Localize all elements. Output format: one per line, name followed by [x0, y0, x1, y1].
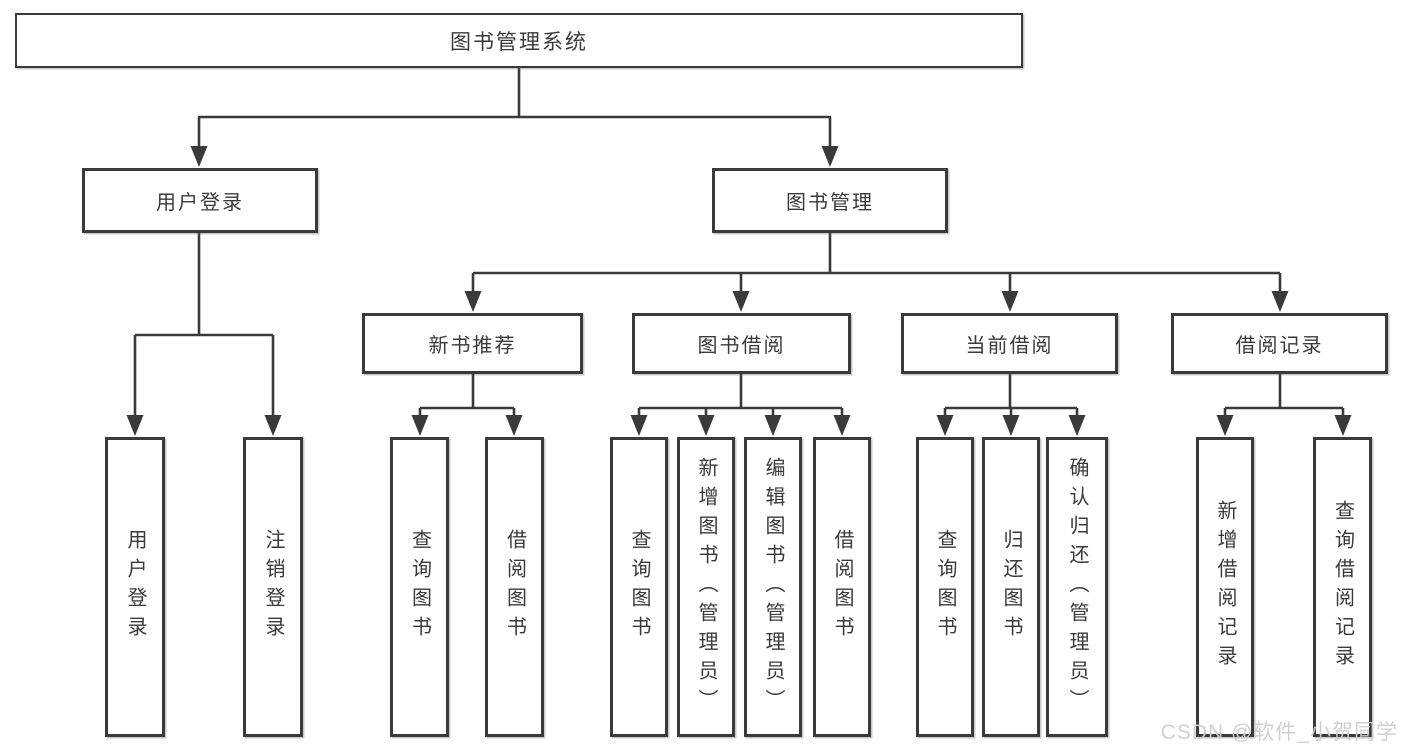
node-user-login: 用户登录: [82, 168, 318, 233]
leaf-user-login: 用户登录: [105, 437, 165, 737]
node-new-book-recommendation: 新书推荐: [362, 313, 583, 374]
node-book-borrowing: 图书借阅: [632, 313, 851, 374]
leaf-query-borrow-record: 查询借阅记录: [1313, 437, 1372, 737]
leaf-edit-books-admin: 编辑图书（管理员）: [744, 437, 802, 737]
leaf-query-books-current: 查询图书: [916, 437, 974, 737]
leaf-logout-login: 注销登录: [243, 437, 303, 737]
leaf-borrow-books-recommend: 借阅图书: [485, 437, 544, 737]
node-library-management-system: 图书管理系统: [15, 13, 1023, 68]
leaf-query-books-recommend: 查询图书: [390, 437, 449, 737]
node-current-borrowing: 当前借阅: [901, 313, 1118, 374]
leaf-return-books: 归还图书: [982, 437, 1040, 737]
node-book-management: 图书管理: [712, 168, 948, 233]
watermark-text: CSDN @软件_小贺同学: [1160, 721, 1398, 744]
leaf-add-books-admin: 新增图书（管理员）: [677, 437, 735, 737]
leaf-confirm-return-admin: 确认归还（管理员）: [1046, 437, 1108, 737]
leaf-query-books-borrowing: 查询图书: [610, 437, 668, 737]
leaf-borrow-books-borrowing: 借阅图书: [813, 437, 871, 737]
leaf-add-borrow-record: 新增借阅记录: [1196, 437, 1254, 737]
node-borrowing-records: 借阅记录: [1171, 313, 1388, 374]
